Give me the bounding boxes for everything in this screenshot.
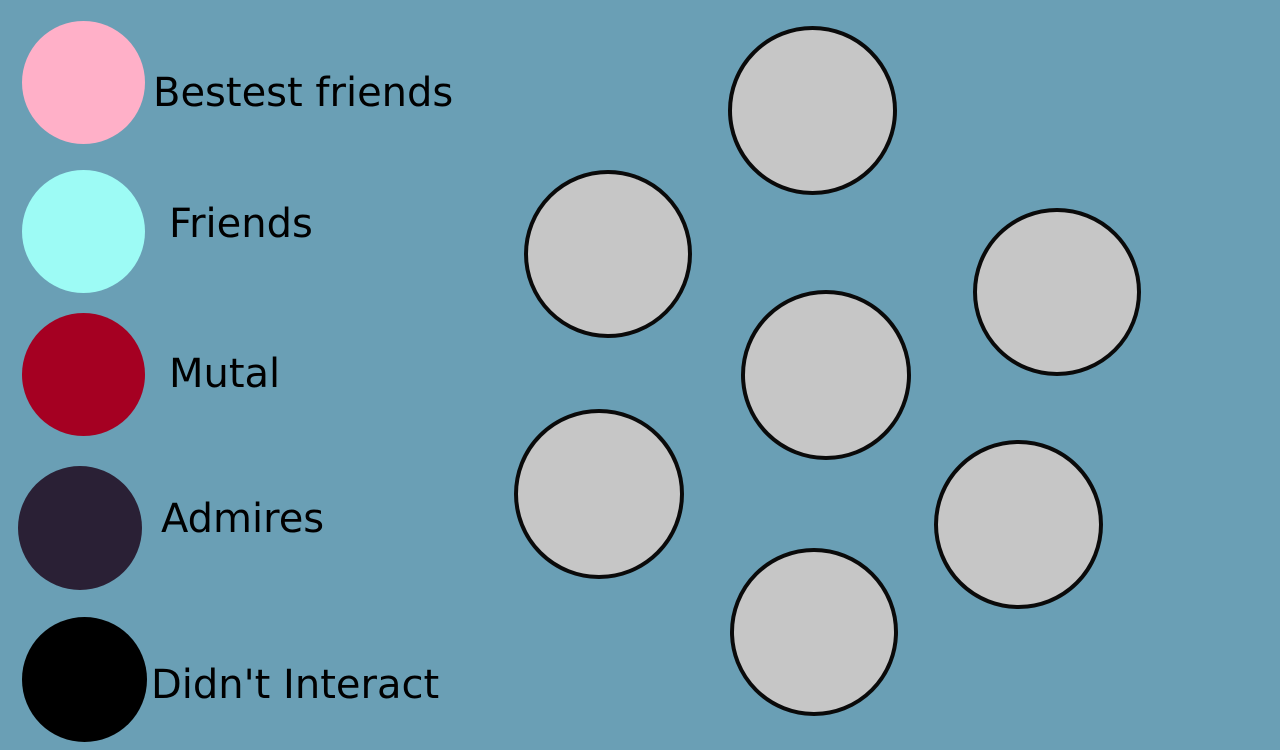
legend-swatch-mutal [21,312,145,436]
legend-item-label: Bestest friends [153,70,454,116]
node-top[interactable] [727,25,897,195]
legend-swatch-friends [21,169,145,293]
legend-swatch-bestest-friends [21,20,145,144]
node-lower-left[interactable] [514,409,684,579]
legend-item-label: Mutal [169,351,281,397]
node-upper-left[interactable] [524,170,692,338]
node-lower-right[interactable] [933,439,1103,609]
node-center[interactable] [741,290,911,460]
legend-swatch-didnt-interact [21,616,147,742]
legend-item-label: Admires [161,496,325,542]
legend-item-label: Didn't Interact [151,662,440,708]
legend-swatch-admires [18,466,142,590]
node-upper-right[interactable] [973,208,1141,376]
legend-item-label: Friends [169,201,313,247]
node-bottom[interactable] [730,548,898,716]
